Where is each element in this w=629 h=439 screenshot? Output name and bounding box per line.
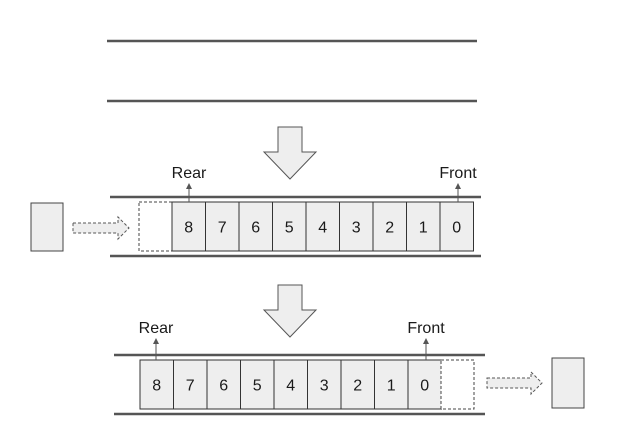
dequeue-arrow bbox=[486, 370, 543, 396]
queue-cell-value: 2 bbox=[353, 378, 362, 395]
queue-cell bbox=[273, 359, 308, 410]
queue-cell bbox=[340, 359, 375, 410]
queue-cell bbox=[439, 201, 474, 252]
queue-cell-value: 8 bbox=[152, 378, 161, 395]
front-marker: Front bbox=[439, 165, 477, 202]
queue-cell-value: 5 bbox=[285, 220, 294, 237]
queue-cell bbox=[272, 201, 307, 252]
rear-marker-after: Rear bbox=[139, 320, 174, 360]
queue-cell bbox=[238, 201, 273, 252]
queue-cell bbox=[139, 359, 174, 410]
queue-cell-value: 3 bbox=[320, 378, 329, 395]
queue-cell-value: 4 bbox=[286, 378, 295, 395]
queue-cell bbox=[171, 201, 206, 252]
rear-pointer-head-after bbox=[153, 338, 159, 344]
queue-cell bbox=[307, 359, 342, 410]
removed-slot-placeholder bbox=[440, 359, 475, 410]
queue-cell-value: 2 bbox=[385, 220, 394, 237]
dequeue-stage: 8 7 6 5 4 3 2 1 0 Rear Front bbox=[114, 320, 585, 416]
rear-label: Rear bbox=[172, 165, 207, 182]
queue-cell-value: 8 bbox=[184, 220, 193, 237]
queue-cell-value: 7 bbox=[186, 378, 195, 395]
outgoing-item bbox=[551, 357, 585, 409]
queue-cell-value: 6 bbox=[251, 220, 260, 237]
front-pointer-head bbox=[455, 183, 461, 189]
enqueue-stage: 8 7 6 5 4 3 2 1 0 Rear Front bbox=[30, 165, 481, 258]
queue-cell-value: 0 bbox=[452, 220, 461, 237]
queue-cell-value: 7 bbox=[218, 220, 227, 237]
queue-cell bbox=[339, 201, 374, 252]
down-arrow-2 bbox=[262, 284, 318, 338]
new-slot-placeholder bbox=[138, 201, 173, 252]
empty-queue bbox=[107, 39, 477, 103]
rear-pointer-head bbox=[186, 183, 192, 189]
queue-cell bbox=[374, 359, 409, 410]
rear-marker: Rear bbox=[172, 165, 207, 202]
front-label-after: Front bbox=[407, 320, 445, 337]
down-arrow-1 bbox=[262, 126, 318, 180]
enqueue-arrow bbox=[72, 215, 130, 241]
queue-cell bbox=[205, 201, 240, 252]
incoming-item bbox=[30, 202, 64, 252]
queue-cell-value: 6 bbox=[219, 378, 228, 395]
queue-cells-before: 8 7 6 5 4 3 2 1 0 bbox=[171, 201, 474, 252]
queue-cell-value: 3 bbox=[352, 220, 361, 237]
queue-cell-value: 1 bbox=[419, 220, 428, 237]
queue-cell bbox=[206, 359, 241, 410]
front-pointer-head-after bbox=[423, 338, 429, 344]
front-marker-after: Front bbox=[407, 320, 445, 360]
front-label: Front bbox=[439, 165, 477, 182]
queue-cell-value: 5 bbox=[253, 378, 262, 395]
queue-cells-after: 8 7 6 5 4 3 2 1 0 bbox=[139, 359, 442, 410]
queue-cell-value: 4 bbox=[318, 220, 327, 237]
queue-cell-value: 1 bbox=[387, 378, 396, 395]
queue-cell bbox=[407, 359, 442, 410]
rear-label-after: Rear bbox=[139, 320, 174, 337]
queue-cell-value: 0 bbox=[420, 378, 429, 395]
